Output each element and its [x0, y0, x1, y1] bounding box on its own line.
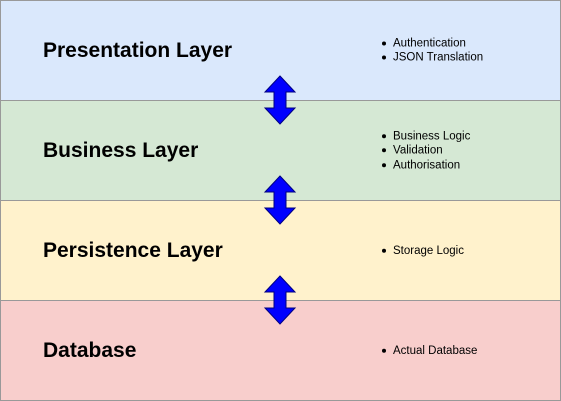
persistence-layer-list: Storage Logic: [382, 243, 464, 258]
presentation-layer-title: Presentation Layer: [43, 38, 233, 62]
database-layer-title: Database: [43, 338, 137, 362]
persistence-layer-title: Persistence Layer: [43, 238, 223, 262]
list-item: Actual Database: [382, 343, 477, 358]
list-item: JSON Translation: [382, 51, 483, 66]
list-item: Storage Logic: [382, 243, 464, 258]
double-arrow-vertical-icon: [263, 175, 297, 225]
double-arrow-vertical-icon: [263, 275, 297, 325]
business-layer-list: Business Logic Validation Authorisation: [382, 129, 470, 173]
list-item: Validation: [382, 143, 470, 158]
presentation-layer-list: Authentication JSON Translation: [382, 36, 483, 65]
business-layer-title: Business Layer: [43, 138, 199, 162]
list-item: Business Logic: [382, 129, 470, 144]
double-arrow-vertical-icon: [263, 75, 297, 125]
list-item: Authentication: [382, 36, 483, 51]
database-layer-list: Actual Database: [382, 343, 477, 358]
list-item: Authorisation: [382, 158, 470, 173]
